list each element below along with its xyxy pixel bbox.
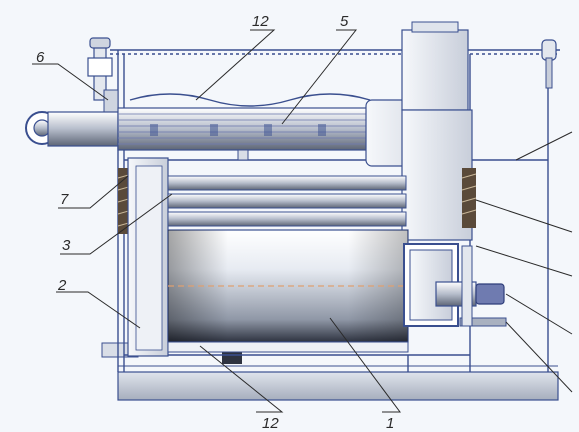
- label-6: 6: [36, 49, 45, 66]
- label-1: 1: [386, 415, 394, 432]
- label-5: 5: [340, 13, 349, 30]
- label-3: 3: [62, 237, 71, 254]
- right-lifting-eye: [541, 39, 557, 89]
- label-12-top: 12: [252, 13, 269, 30]
- furnace-shell-1: [167, 229, 409, 343]
- pipe-column-6: [87, 37, 119, 115]
- front-panel-2: [127, 157, 169, 357]
- heat-exchanger-5: [25, 93, 457, 167]
- burner-door: [403, 243, 507, 327]
- leader-lines: [32, 29, 573, 413]
- flue-box: [401, 21, 473, 241]
- label-12-bottom: 12: [262, 415, 279, 432]
- label-2: 2: [57, 277, 67, 294]
- bottom-jacket-12: [167, 341, 409, 353]
- smoke-tubes-3: [167, 175, 407, 227]
- insulation-right: [461, 168, 477, 228]
- label-7: 7: [60, 191, 69, 208]
